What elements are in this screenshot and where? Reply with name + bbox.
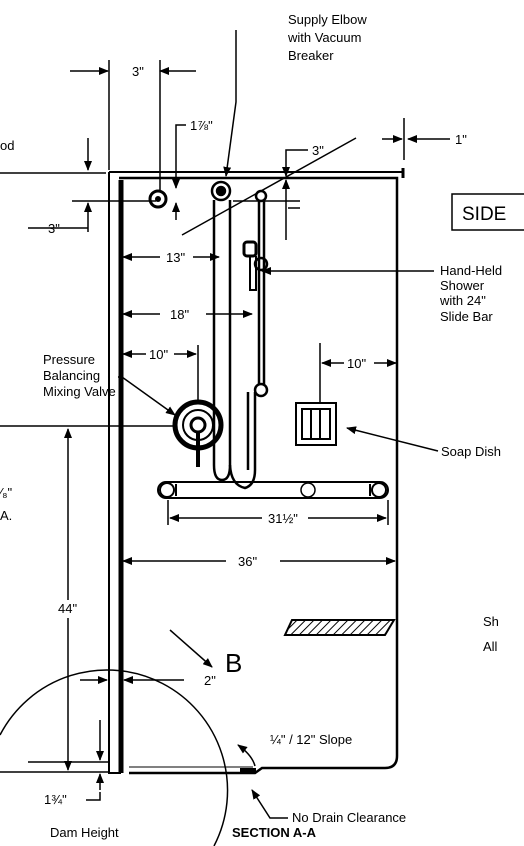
supply-elbow-label-1: Supply Elbow (288, 12, 367, 27)
soap-dish (295, 402, 337, 446)
right-cut-2: All (483, 639, 498, 654)
dim-18: 18" (170, 307, 189, 322)
left-cut-mid-1: ⁄₈" (0, 485, 13, 500)
supply-outlet (148, 189, 168, 209)
pressure-label-2: Balancing (43, 368, 100, 383)
detail-b-label: B (225, 648, 242, 678)
supply-elbow-label-2: with Vacuum (287, 30, 361, 45)
pressure-label-3: Mixing Valve (43, 384, 116, 399)
drain (240, 768, 256, 774)
hand-held-label-2: Shower (440, 278, 485, 293)
no-drain-label: No Drain Clearance (292, 810, 406, 825)
dim-3-left: 3" (48, 221, 60, 236)
side-label: SIDE (462, 204, 506, 225)
left-cut-label: od (0, 138, 14, 153)
supply-elbow-label-3: Breaker (288, 48, 334, 63)
grab-bar (157, 481, 389, 499)
dim-36: 36" (238, 554, 257, 569)
hand-held-label-1: Hand-Held (440, 263, 502, 278)
dam-height-label: Dam Height (50, 825, 119, 840)
dim-44: 44" (58, 601, 77, 616)
slope-label: ¼" / 12" Slope (270, 732, 352, 747)
dim-1-7-8: 1⅞" (190, 118, 213, 133)
left-cut-mid-2: A. (0, 508, 12, 523)
dim-3-right: 3" (312, 143, 324, 158)
side-view-box (451, 193, 524, 231)
dim-31-5: 31½" (268, 511, 298, 526)
supply-elbow-riser (210, 180, 257, 490)
soap-dish-label: Soap Dish (441, 444, 501, 459)
shower-enclosure (108, 168, 405, 775)
pressure-label-1: Pressure (43, 352, 95, 367)
slope-arrow (237, 744, 256, 767)
right-cut-1: Sh (483, 614, 499, 629)
dim-3-top: 3" (132, 64, 144, 79)
detail-b-circle (0, 669, 229, 846)
dimension-lines (0, 30, 450, 819)
dim-10-right: 10" (347, 356, 366, 371)
shower-seat (283, 619, 396, 636)
section-title: SECTION A-A (232, 825, 317, 840)
dim-10-left: 10" (149, 347, 168, 362)
dim-2: 2" (204, 673, 216, 688)
mixing-valve (172, 399, 224, 467)
hand-held-label-3: with 24" (439, 293, 486, 308)
dim-13: 13" (166, 250, 185, 265)
dim-1-3-4: 1¾" (44, 792, 67, 807)
slide-bar (242, 189, 269, 398)
hand-held-label-4: Slide Bar (440, 309, 493, 324)
dim-1: 1" (455, 132, 467, 147)
